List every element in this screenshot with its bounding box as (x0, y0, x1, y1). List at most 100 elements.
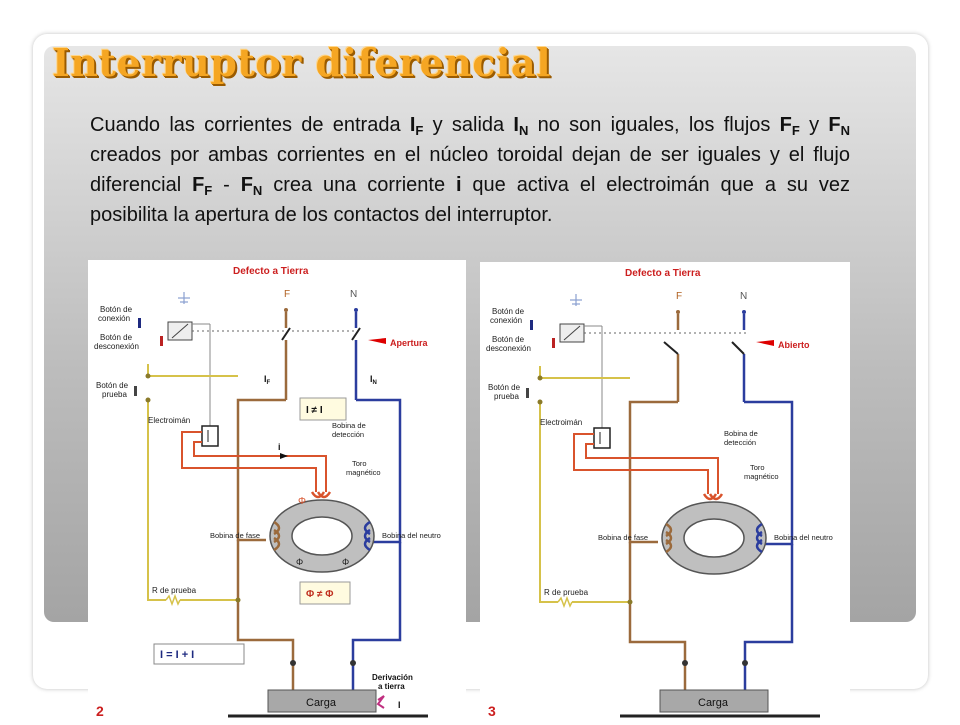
diagram-number: 2 (96, 703, 104, 719)
current-i-label: i (278, 442, 281, 452)
test-button-icon (526, 388, 529, 398)
symbol-ff: F (779, 114, 792, 136)
leakage-icon (376, 695, 385, 709)
disconnect-button-icon (160, 336, 163, 346)
detection-coil (310, 491, 332, 499)
symbol-in: I (513, 114, 519, 136)
junction-dot (742, 660, 748, 666)
connect-button-icon (530, 320, 533, 330)
flux-inequality: Φ ≠ Φ (306, 589, 333, 600)
flux-inequality-box (299, 581, 351, 605)
diagram-number: 3 (488, 703, 496, 719)
text-segment: no son iguales, los flujos (528, 114, 780, 136)
phase-contact (281, 327, 291, 341)
neutral-coil (755, 522, 763, 554)
symbol-fn-sub: N (840, 123, 850, 138)
junction-dot (537, 375, 543, 381)
neutral-wire (742, 314, 794, 692)
if-label: IF (264, 374, 271, 386)
terminal-dot (742, 310, 746, 314)
phi-n-label: Φ (342, 557, 349, 567)
neutral-contact (351, 327, 361, 341)
phase-label: F (284, 289, 290, 300)
detection-coil (702, 493, 724, 501)
load-box (659, 689, 769, 713)
resistor-icon (165, 593, 181, 607)
coil-neutral-label: Bobina del neutro (382, 531, 441, 540)
text-segment: que activa el electroimán que a su vez p… (90, 174, 850, 226)
neutral-label: N (740, 291, 747, 302)
junction-dot (145, 397, 151, 403)
text-segment: - (212, 174, 241, 196)
phase-contact-open (663, 341, 679, 355)
equation-box (153, 643, 245, 665)
test-wire (539, 366, 630, 603)
terminal-dot (354, 308, 358, 312)
equation: I = I + I (160, 649, 194, 661)
phase-wire (628, 314, 687, 692)
phi-f-label: Φ (296, 557, 303, 567)
ground-icon (570, 294, 582, 306)
coil-neutral-label: Bobina del neutro (774, 533, 833, 542)
connect-button-icon (138, 318, 141, 328)
load-label: Carga (698, 697, 729, 709)
neutral-wire (351, 312, 402, 692)
neutral-contact-open (731, 341, 745, 355)
load-label: Carga (306, 697, 337, 709)
currents-inequality-box (299, 397, 347, 421)
in-label: IN (370, 374, 377, 386)
symbol-ff-sub: F (791, 123, 800, 138)
toroid (269, 499, 375, 573)
hand-pointer-icon (368, 338, 386, 344)
breaker-slash (171, 323, 189, 339)
junction-dot (235, 597, 241, 603)
disconnect-button-icon (552, 338, 555, 348)
text-segment: creados por ambas corrientes en el núcle… (90, 144, 850, 196)
slide-paragraph: Cuando las corrientes de entrada IF y sa… (90, 110, 850, 230)
symbol-ff2-sub: F (204, 183, 213, 198)
text-segment: y (799, 114, 829, 136)
phi-d-label: Φ (298, 496, 306, 507)
symbol-fn: F (828, 114, 841, 136)
electromagnet-label: Electroimán (540, 418, 582, 427)
neutral-label: N (350, 289, 357, 300)
phase-coil (665, 522, 673, 554)
symbol-if: I (409, 114, 416, 136)
junction-dot (350, 660, 356, 666)
electromagnet-icon (201, 425, 219, 447)
phase-coil (273, 520, 281, 552)
r-test-label: R de prueba (544, 588, 589, 597)
test-button-icon (134, 386, 137, 396)
coil-phase-label: Bobina de fase (598, 533, 648, 542)
symbol-ff2: F (192, 174, 205, 196)
resistor-icon (557, 595, 573, 609)
action-label: Abierto (778, 340, 810, 350)
phase-label: F (676, 291, 682, 302)
symbol-in-sub: N (518, 123, 529, 138)
action-label: Apertura (390, 338, 429, 348)
detection-wire (181, 431, 327, 492)
text-segment: y salida (423, 114, 514, 136)
diagram-header: Defecto a Tierra (233, 266, 309, 277)
coil-phase-label: Bobina de fase (210, 531, 260, 540)
symbol-if-sub: F (415, 123, 424, 138)
terminal-dot (284, 308, 288, 312)
currents-inequality: I ≠ I (306, 405, 323, 416)
symbol-i: i (455, 174, 462, 196)
terminal-dot (676, 310, 680, 314)
electromagnet-icon (593, 427, 611, 449)
junction-dot (145, 373, 151, 379)
r-test-label: R de prueba (152, 586, 197, 595)
ground-icon (178, 292, 190, 304)
symbol-fn2-sub: N (252, 183, 263, 198)
breaker-slash (563, 325, 581, 341)
